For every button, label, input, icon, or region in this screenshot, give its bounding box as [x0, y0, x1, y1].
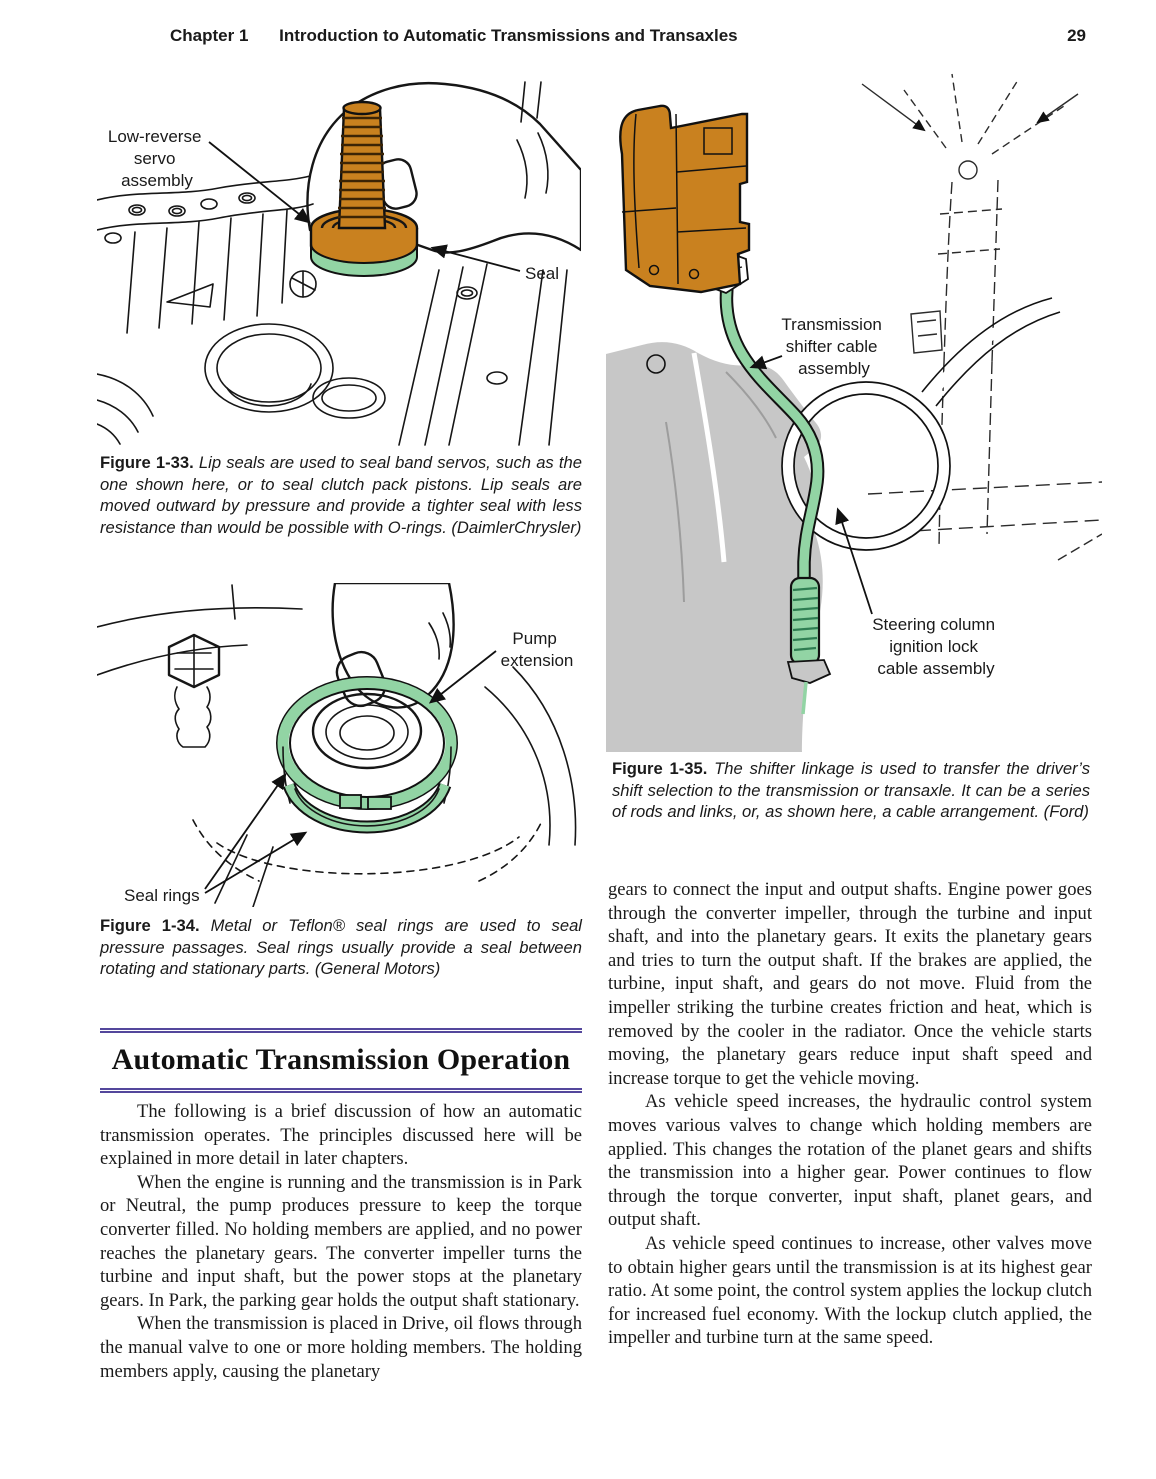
steering-column-bracket	[619, 104, 751, 294]
heading-rule-bottom	[100, 1088, 582, 1093]
figure-1-34-caption: Figure 1-34. Metal or Teflon® seal rings…	[100, 915, 582, 980]
paragraph: The following is a brief discussion of h…	[100, 1101, 582, 1170]
svg-text:Steering column ignition: Steering column ignition lock cable asse…	[872, 615, 1000, 678]
pump-body-line-art	[97, 584, 577, 907]
transmission-case-line-art	[97, 81, 568, 446]
section-heading: Automatic Transmission Operation	[111, 1043, 571, 1076]
ignition-lock-cable	[781, 297, 1061, 551]
paragraph: When the engine is running and the trans…	[100, 1171, 582, 1311]
boot-ribs	[792, 586, 819, 652]
figure-1-33-illustration: Low-reverse servo assembly Seal	[97, 81, 581, 446]
seal-ring-lower	[284, 783, 450, 832]
seal-ring-upper	[277, 677, 457, 809]
label-low-reverse: Low-reverse	[108, 127, 202, 146]
figure-1-33-caption-label: Figure 1-33.	[100, 453, 194, 472]
figure-1-35-callouts: Transmission shifter cable assembly Stee…	[749, 315, 1000, 678]
seal-ring-split-end	[339, 794, 362, 809]
figure-1-34-illustration: Pump extension Seal rings	[97, 583, 577, 907]
left-column-body: The following is a brief discussion of h…	[100, 1100, 582, 1383]
figure-1-33-caption-text: Lip seals are used to seal band servos, …	[100, 453, 582, 537]
label-pump-extension: Pump	[512, 629, 556, 648]
seal-ring-split-end	[367, 796, 392, 810]
piston-ribs	[338, 116, 386, 219]
paragraph: As vehicle speed increases, the hydrauli…	[608, 1091, 1092, 1231]
label-seal: Seal	[525, 264, 559, 283]
paragraph: As vehicle speed continues to increase, …	[608, 1232, 1092, 1349]
figure-1-34-caption-label: Figure 1-34.	[100, 916, 200, 935]
right-column-body: gears to connect the input and output sh…	[608, 878, 1092, 1350]
pump-extension-hub	[276, 676, 458, 834]
label-steering-lock-cable: Steering column	[872, 615, 995, 634]
page-number: 29	[1067, 26, 1086, 45]
page-header: Chapter 1 Introduction to Automatic Tran…	[170, 26, 738, 46]
figure-1-33-callouts: Low-reverse servo assembly Seal	[108, 127, 559, 283]
chapter-label: Chapter 1	[170, 26, 249, 45]
chapter-title: Introduction to Automatic Transmissions …	[279, 26, 738, 45]
lip-seal-green-ring	[310, 243, 418, 277]
transmission-body	[606, 342, 823, 752]
svg-text:Transmission shifter cab: Transmission shifter cable assembly	[781, 315, 886, 378]
figure-1-35-caption: Figure 1-35. The shifter linkage is used…	[612, 758, 1090, 823]
figure-1-33-caption: Figure 1-33. Lip seals are used to seal …	[100, 452, 582, 538]
shifter-cable	[705, 217, 832, 715]
figure-1-34-caption-text: Metal or Teflon® seal rings are used to …	[100, 916, 582, 979]
label-seal-rings: Seal rings	[124, 886, 200, 905]
figure-1-35-caption-label: Figure 1-35.	[612, 759, 708, 778]
svg-text:Low-reverse servo: Low-reverse servo assembly	[108, 127, 206, 190]
steering-column-line-art	[861, 73, 1102, 561]
servo-assembly-part	[309, 100, 419, 277]
paragraph: When the transmission is placed in Drive…	[100, 1313, 582, 1382]
figure-1-35-caption-text: The shifter linkage is used to transfer …	[612, 759, 1090, 822]
section-heading-block: Automatic Transmission Operation	[100, 1028, 582, 1093]
svg-text:Pump extension: Pump extension	[501, 629, 574, 670]
figure-1-34-callouts: Pump extension Seal rings	[124, 629, 573, 905]
paragraph: gears to connect the input and output sh…	[608, 879, 1092, 1089]
heading-rule-top	[100, 1028, 582, 1033]
figure-1-35-illustration: Transmission shifter cable assembly Stee…	[606, 73, 1102, 752]
label-shifter-cable: Transmission	[781, 315, 881, 334]
